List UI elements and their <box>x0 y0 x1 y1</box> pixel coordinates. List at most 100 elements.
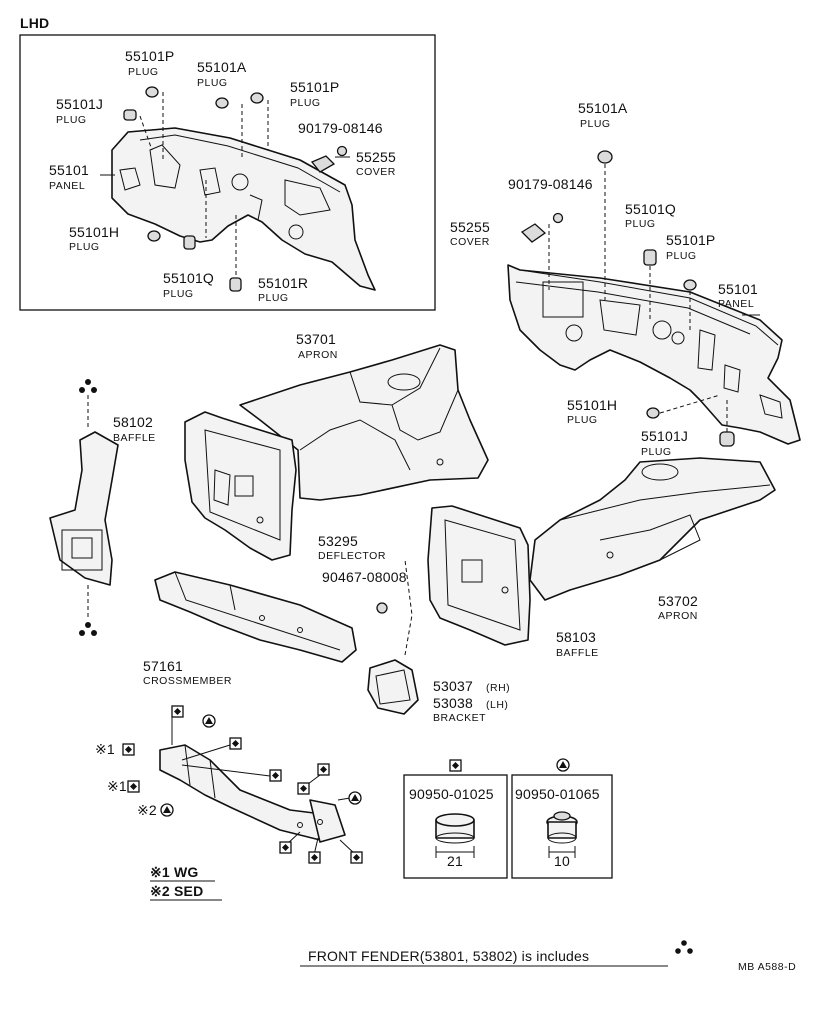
label-53038-suffix: (LH) <box>486 699 508 711</box>
label-55101h-a: 55101H <box>69 224 119 240</box>
marker-square-icon-11 <box>449 759 462 772</box>
lhd-inset-frame <box>19 34 436 311</box>
baffle-58102 <box>184 411 297 561</box>
marker-square-icon-8 <box>350 851 363 864</box>
label-55101-a-sub: PANEL <box>49 180 85 192</box>
label-55101r-a: 55101R <box>258 275 308 291</box>
plug-55101h-icon-b <box>646 407 660 419</box>
plug-55101p-icon-a <box>145 86 159 98</box>
screw-90179-icon-b <box>552 212 564 224</box>
lower-frame <box>159 714 357 856</box>
grommet-01025-icon <box>435 813 475 858</box>
label-53295-sub: DEFLECTOR <box>318 550 386 562</box>
marker-square-icon-1 <box>171 705 184 718</box>
crossmember-57161 <box>154 571 357 663</box>
marker-square-icon-10 <box>127 780 140 793</box>
label-53702-sub: APRON <box>658 610 698 622</box>
label-55101-a: 55101 <box>49 162 89 178</box>
plug-55101q-icon-a <box>183 235 196 250</box>
label-55101q-b-sub: PLUG <box>625 218 656 230</box>
label-55101h-b: 55101H <box>567 397 617 413</box>
label-55255-a-sub: COVER <box>356 166 396 178</box>
fastener-set-icon-top <box>79 379 97 393</box>
grommet-01065-icon <box>546 811 578 858</box>
bracket-53037-53038 <box>367 659 419 715</box>
label-55101p-b: 55101P <box>290 79 339 95</box>
label-90179-b: 90179-08146 <box>508 176 593 192</box>
plug-55101h-icon-a <box>147 230 161 242</box>
baffle-58103 <box>427 505 531 646</box>
marker-circle-icon-1 <box>202 714 216 728</box>
cover-55255-icon-b <box>520 223 547 243</box>
lhd-label: LHD <box>20 15 49 31</box>
label-90179-a: 90179-08146 <box>298 120 383 136</box>
label-55101j-b: 55101J <box>641 428 688 444</box>
plug-55101r-icon-a <box>229 277 242 292</box>
marker-circle-icon-2 <box>160 803 174 817</box>
marker-square-icon-4 <box>317 763 330 776</box>
fastener-set-icon-bottom <box>79 622 97 636</box>
label-note-1a: ※1 <box>95 741 115 757</box>
label-55101q-a-sub: PLUG <box>163 288 194 300</box>
marker-square-icon-7 <box>308 851 321 864</box>
label-55101p-c: 55101P <box>666 232 715 248</box>
label-90950-01065: 90950-01065 <box>515 786 600 802</box>
label-55101-b: 55101 <box>718 281 758 297</box>
label-90467: 90467-08008 <box>322 569 407 585</box>
label-55101r-a-sub: PLUG <box>258 292 289 304</box>
label-note-2: ※2 <box>137 802 157 818</box>
plug-55101q-icon-b <box>643 249 657 266</box>
label-55101p-b-sub: PLUG <box>290 97 321 109</box>
label-53701: 53701 <box>296 331 336 347</box>
label-55101h-a-sub: PLUG <box>69 241 100 253</box>
plug-55101a-icon-b <box>597 150 613 164</box>
label-55101-b-sub: PANEL <box>718 298 754 310</box>
label-90950-01025: 90950-01025 <box>409 786 494 802</box>
label-55101p-a: 55101P <box>125 48 174 64</box>
cover-55255-icon-a <box>310 155 336 173</box>
label-58102-sub: BAFFLE <box>113 432 156 444</box>
marker-square-icon-6 <box>279 841 292 854</box>
marker-square-icon-3 <box>269 769 282 782</box>
fender-bracket <box>49 395 119 620</box>
marker-square-icon-9 <box>122 743 135 756</box>
label-58102: 58102 <box>113 414 153 430</box>
fastener-set-icon-footer <box>675 940 693 954</box>
label-dim-10: 10 <box>554 853 570 869</box>
marker-square-icon-2 <box>229 737 242 750</box>
label-53701-sub: APRON <box>298 349 338 361</box>
label-53295: 53295 <box>318 533 358 549</box>
apron-53702 <box>529 457 776 601</box>
label-58103: 58103 <box>556 629 596 645</box>
plug-55101a-icon-a <box>215 97 229 109</box>
label-53037-suffix: (RH) <box>486 682 510 694</box>
plug-55101j-icon-a <box>123 109 137 121</box>
marker-circle-icon-3 <box>348 791 362 805</box>
legend-sed: ※2 SED <box>150 883 203 899</box>
marker-square-icon-5 <box>297 782 310 795</box>
grommet-box-01065 <box>511 774 613 879</box>
lhd-dash-panel <box>111 127 376 291</box>
footer-code: MB A588-D <box>738 961 796 973</box>
apron-53701 <box>239 344 489 501</box>
label-55255-b: 55255 <box>450 219 490 235</box>
label-55101p-a-sub: PLUG <box>128 66 159 78</box>
main-dash-panel <box>507 264 801 445</box>
label-55101h-b-sub: PLUG <box>567 414 598 426</box>
label-53037: 53037 <box>433 678 473 694</box>
label-bracket-sub: BRACKET <box>433 712 486 724</box>
footer-text: FRONT FENDER(53801, 53802) is includes <box>308 948 589 964</box>
label-55101j-a: 55101J <box>56 96 103 112</box>
legend-wg: ※1 WG <box>150 864 199 880</box>
screw-90179-icon-a <box>336 145 348 157</box>
label-53038: 53038 <box>433 695 473 711</box>
plug-55101p-icon-c <box>683 279 697 291</box>
plug-55101p-icon-b <box>250 92 264 104</box>
label-57161-sub: CROSSMEMBER <box>143 675 232 687</box>
label-58103-sub: BAFFLE <box>556 647 599 659</box>
label-55101j-b-sub: PLUG <box>641 446 672 458</box>
label-55101q-b: 55101Q <box>625 201 676 217</box>
label-dim-21: 21 <box>447 853 463 869</box>
grommet-box-01025 <box>403 774 508 879</box>
